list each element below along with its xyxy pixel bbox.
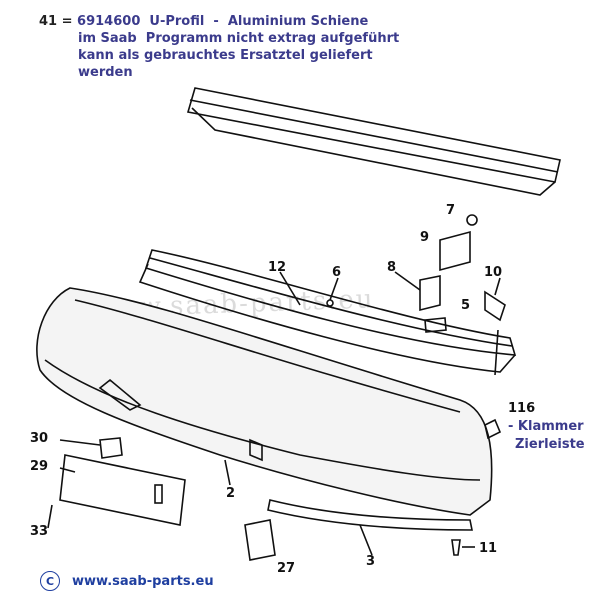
license-plate-holder xyxy=(59,437,186,526)
label-9: 9 xyxy=(420,230,429,245)
label-12: 12 xyxy=(268,260,286,275)
bumper-cover xyxy=(36,287,493,531)
aluminium-rail xyxy=(186,87,561,196)
footer-url[interactable]: www.saab-parts.eu xyxy=(72,573,214,589)
label-7: 7 xyxy=(446,203,455,218)
label-8: 8 xyxy=(387,260,396,275)
label-116-klammer: - Klammer xyxy=(508,419,584,434)
label-27: 27 xyxy=(277,561,295,576)
label-33: 33 xyxy=(30,524,48,539)
label-3: 3 xyxy=(366,554,375,569)
note-line-4: werden xyxy=(78,65,133,80)
note-line-3: kann als gebrauchtes Ersatztel geliefert xyxy=(78,48,373,63)
label-5: 5 xyxy=(461,298,470,313)
note-line-2: im Saab Programm nicht extrag aufgeführt xyxy=(78,31,400,46)
label-10: 10 xyxy=(484,265,502,280)
label-11: 11 xyxy=(479,541,497,556)
label-30: 30 xyxy=(30,431,48,446)
bumper-reinforcement xyxy=(138,249,517,373)
part-note: 41 = 6914600 U-Profil - Aluminium Schien… xyxy=(39,13,399,81)
note-line-1: 6914600 U-Profil - Aluminium Schiene xyxy=(77,14,369,29)
label-116: 116 xyxy=(508,401,535,416)
copyright-icon: C xyxy=(40,571,60,591)
label-6: 6 xyxy=(332,265,341,280)
label-116-zierleiste: Zierleiste xyxy=(515,437,585,452)
label-2: 2 xyxy=(226,486,235,501)
note-part-number: 41 = xyxy=(39,14,73,29)
footer: C www.saab-parts.eu xyxy=(40,571,214,591)
label-29: 29 xyxy=(30,459,48,474)
